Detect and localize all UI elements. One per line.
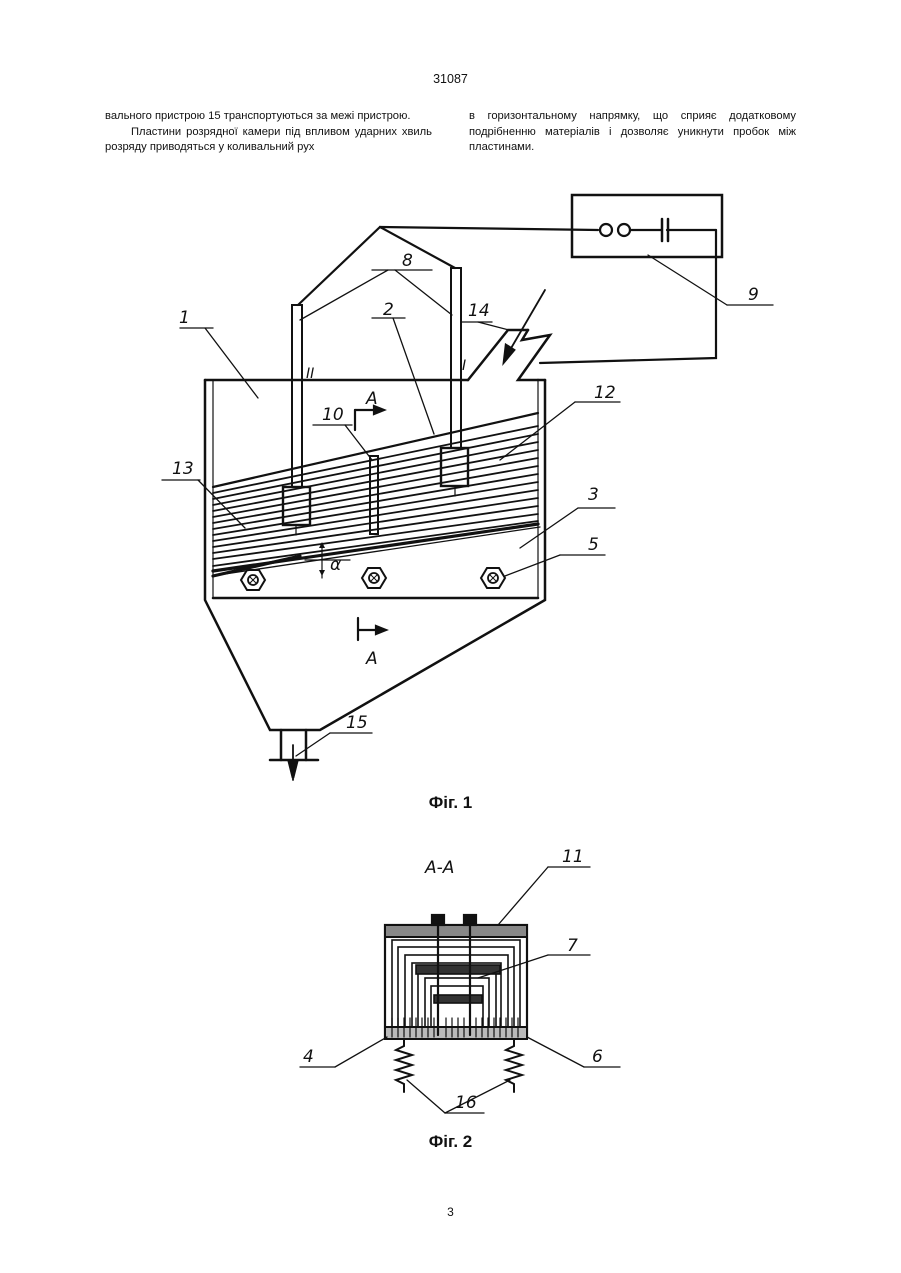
label-13: 13 (172, 459, 194, 479)
nuts (241, 568, 505, 590)
section-label-bottom: A (365, 649, 378, 669)
figure-2-caption: Фіг. 2 (0, 1132, 901, 1152)
housing (205, 380, 545, 780)
label-3: 3 (588, 485, 599, 505)
angle-label: α (330, 555, 341, 575)
leader-lines (162, 255, 773, 756)
label-15: 15 (346, 713, 368, 733)
label-4: 4 (303, 1047, 314, 1067)
label-14: 14 (468, 301, 490, 321)
section-title: А-А (424, 858, 454, 878)
wiring (298, 195, 722, 363)
label-roman-2: II (306, 366, 314, 382)
fig2-leader-lines (300, 867, 620, 1113)
label-12: 12 (594, 383, 616, 403)
label-8: 8 (402, 251, 413, 271)
label-11: 11 (562, 847, 584, 867)
label-5: 5 (588, 535, 599, 555)
figure-2: А-А (300, 847, 620, 1113)
label-7: 7 (567, 936, 578, 956)
figure-1: 1 2 3 5 8 9 10 12 13 14 15 I II A A α (162, 195, 773, 780)
label-10: 10 (322, 405, 344, 425)
figure-1-caption: Фіг. 1 (0, 793, 901, 813)
label-9: 9 (748, 285, 759, 305)
nested-plates (392, 940, 520, 1027)
label-2: 2 (383, 300, 394, 320)
label-roman-1: I (462, 358, 466, 374)
plate-stack (213, 413, 540, 578)
label-1: 1 (179, 308, 190, 328)
page-number: 3 (0, 1205, 901, 1219)
section-label-top: A (365, 389, 378, 409)
label-6: 6 (592, 1047, 603, 1067)
label-16: 16 (455, 1093, 477, 1113)
